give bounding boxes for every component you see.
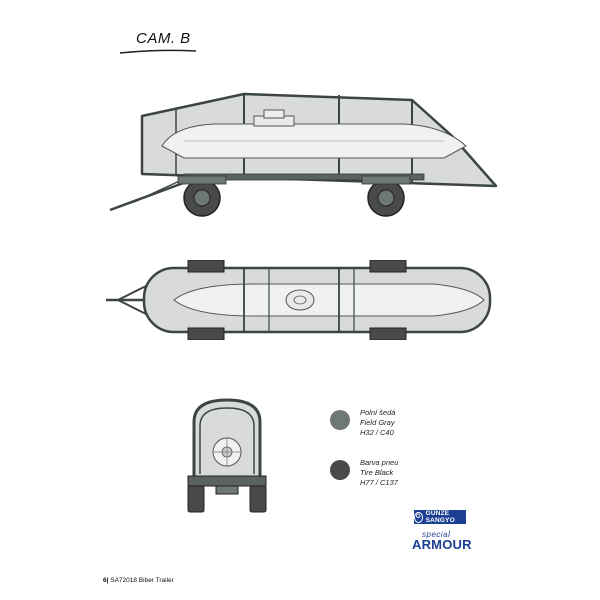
paint-codes: H32 / C40 [360,428,394,437]
paint-english-name: Tire Black [360,468,394,477]
title-underline [119,49,197,54]
rear-wheel [367,179,405,217]
page-footer: 6| SA72018 Biber Trailer [103,577,174,584]
front-wheel [183,179,221,217]
special-armour-logo: special ARMOUR [412,530,472,552]
trailer-rear-view [187,398,267,513]
product-name: SA72018 Biber Trailer [110,577,174,584]
special-logo-text: special [422,530,451,539]
gunze-logo-text: GUNZE SANGYO [425,510,455,524]
trailer-side-view [109,92,498,217]
paint-field-gray: Polní šedá Field Gray H32 / C40 [330,408,395,438]
gunze-mark-icon: G [414,511,423,523]
paint-czech-name: Barva pneu [360,458,399,467]
field-gray-swatch [330,410,350,430]
trailer-top-view [106,260,492,340]
page-number: 6| [103,577,109,584]
tire-black-swatch [330,460,350,480]
paint-tire-black: Barva pneu Tire Black H77 / C137 [330,458,398,488]
paint-english-name: Field Gray [360,418,395,427]
paint-codes: H77 / C137 [360,478,398,487]
camouflage-title: CAM. B [136,30,191,47]
armour-logo-text: ARMOUR [412,537,472,552]
gunze-sangyo-logo: G GUNZE SANGYO [414,510,466,524]
paint-czech-name: Polní šedá [360,408,396,417]
